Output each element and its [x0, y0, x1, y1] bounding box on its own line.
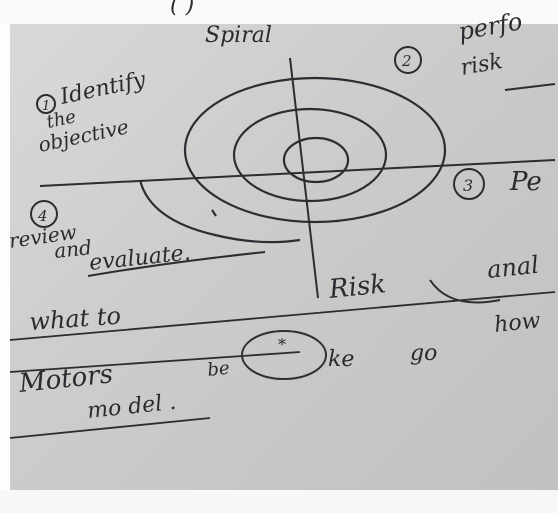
spiral-drawing	[138, 76, 447, 244]
step1-number: 1	[42, 99, 50, 114]
step3-circle	[453, 168, 485, 200]
vertical-axis	[289, 57, 319, 299]
step2-underline	[504, 83, 556, 91]
step4-line2: and	[53, 235, 93, 263]
step2-number: 2	[401, 52, 412, 70]
separator-2	[9, 351, 301, 373]
header-bracket: ( )	[170, 0, 194, 18]
step4-number: 4	[37, 207, 48, 225]
spiral-tail	[138, 179, 301, 244]
header-word: Spiral	[205, 23, 272, 48]
step3-number: 3	[463, 176, 473, 195]
row2-tail2: go	[410, 341, 437, 366]
step4-line3: evaluate.	[88, 240, 192, 275]
row2-tail1: ke	[328, 347, 354, 372]
row1-left-text: what to	[28, 302, 121, 336]
step1-line1: Identify	[57, 67, 148, 110]
step2-line2: risk	[459, 49, 505, 81]
horizontal-axis	[39, 159, 556, 187]
row2-word: be	[206, 358, 230, 381]
step2-line1: perfo	[456, 7, 524, 46]
spiral-mark	[211, 209, 217, 217]
spiral-outer-loop	[183, 76, 447, 224]
row1-swoosh	[429, 279, 501, 304]
step4-circle	[30, 200, 58, 228]
quadrant-axes	[39, 57, 556, 299]
row2-left-text: Motors	[17, 359, 115, 399]
row2-right-text: how	[493, 308, 542, 338]
step4-underline	[87, 251, 266, 277]
separator-3	[9, 417, 211, 439]
spiral-inner-loop	[282, 136, 350, 184]
row3-text: mo del .	[86, 390, 177, 424]
row2-star: *	[278, 335, 286, 354]
step1-circle	[36, 94, 56, 114]
step2-circle	[394, 46, 422, 74]
top-margin	[0, 0, 558, 24]
row1-right-text: anal	[486, 251, 540, 284]
spiral-middle-loop	[232, 107, 388, 203]
bottom-margin	[0, 490, 558, 513]
step3-line1: Pe	[509, 167, 542, 197]
ruled-lines	[9, 291, 556, 439]
row2-circled-mark	[241, 330, 327, 380]
paper-sheet	[10, 18, 558, 496]
row1-mid-text: Risk	[327, 269, 388, 305]
separator-1	[9, 291, 556, 341]
